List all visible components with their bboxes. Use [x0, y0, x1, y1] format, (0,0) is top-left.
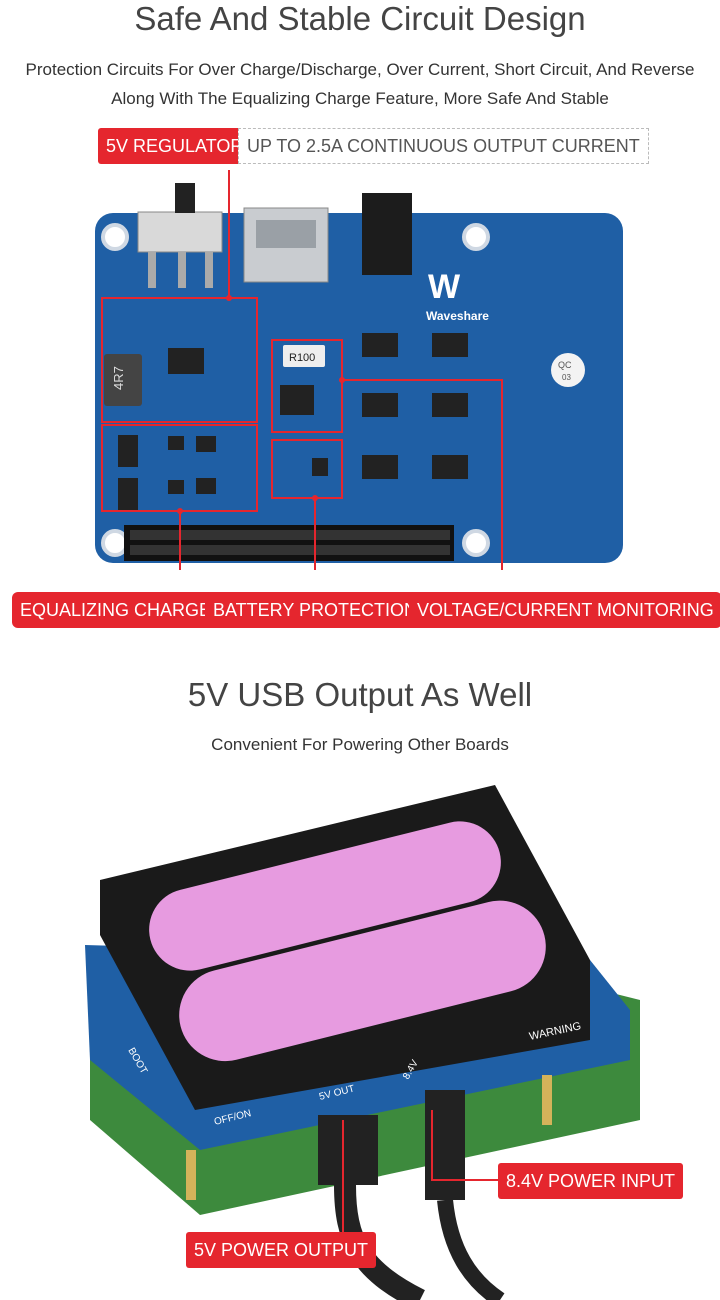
- section1-subtitle-line2: Along With The Equalizing Charge Feature…: [111, 89, 609, 108]
- section1-title: Safe And Stable Circuit Design: [134, 0, 586, 37]
- section1-subtitle: Protection Circuits For Over Charge/Disc…: [0, 55, 720, 113]
- regulator-tag: 5V REGULATOR: [98, 128, 252, 164]
- power-output-tag: 5V POWER OUTPUT: [186, 1232, 377, 1268]
- svg-text:W: W: [428, 268, 461, 306]
- equalizing-charge-tag: EQUALIZING CHARGE: [12, 592, 220, 628]
- section2-subtitle: Convenient For Powering Other Boards: [211, 735, 509, 754]
- qc-label: QC: [558, 360, 572, 370]
- section2-title: 5V USB Output As Well: [187, 676, 533, 713]
- hat-board-illustration: W Waveshare QC 03 4R7 R100: [95, 170, 623, 570]
- regulator-note: UP TO 2.5A CONTINUOUS OUTPUT CURRENT: [238, 128, 649, 164]
- voltage-current-monitoring-tag: VOLTAGE/CURRENT MONITORING: [409, 592, 720, 628]
- battery-protection-tag: BATTERY PROTECTION: [205, 592, 426, 628]
- qc-number: 03: [562, 373, 571, 382]
- brand-label: Waveshare: [426, 309, 489, 323]
- power-input-tag: 8.4V POWER INPUT: [498, 1163, 684, 1199]
- inductor-label: 4R7: [111, 366, 126, 390]
- resistor-label: R100: [289, 352, 315, 364]
- section1-subtitle-line1: Protection Circuits For Over Charge/Disc…: [25, 60, 695, 79]
- ups-with-batteries-illustration: BOOT WARNING 5V OUT 8.4V OFF/ON: [85, 785, 640, 1300]
